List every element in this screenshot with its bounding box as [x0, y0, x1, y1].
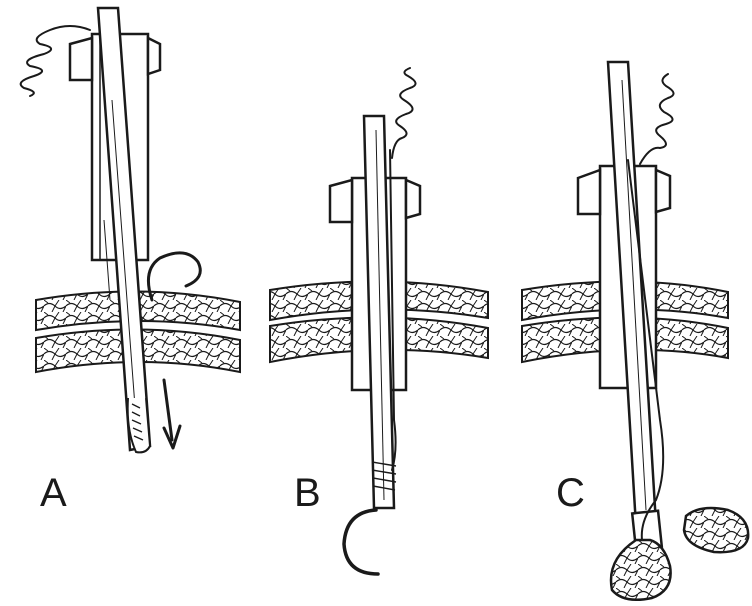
tissue-specimen: [684, 508, 748, 552]
panel-a: A: [21, 8, 240, 515]
thread-icon: [392, 68, 416, 158]
hook-needle: [344, 510, 378, 574]
panel-label-a: A: [40, 471, 67, 515]
panel-label-c: C: [556, 471, 585, 515]
panel-c: C: [522, 62, 748, 600]
thread-icon: [640, 74, 674, 164]
panel-label-b: B: [294, 471, 321, 515]
tissue-specimen: [611, 540, 671, 600]
arrow-down-icon: [164, 380, 180, 448]
panel-b: B: [270, 68, 488, 574]
